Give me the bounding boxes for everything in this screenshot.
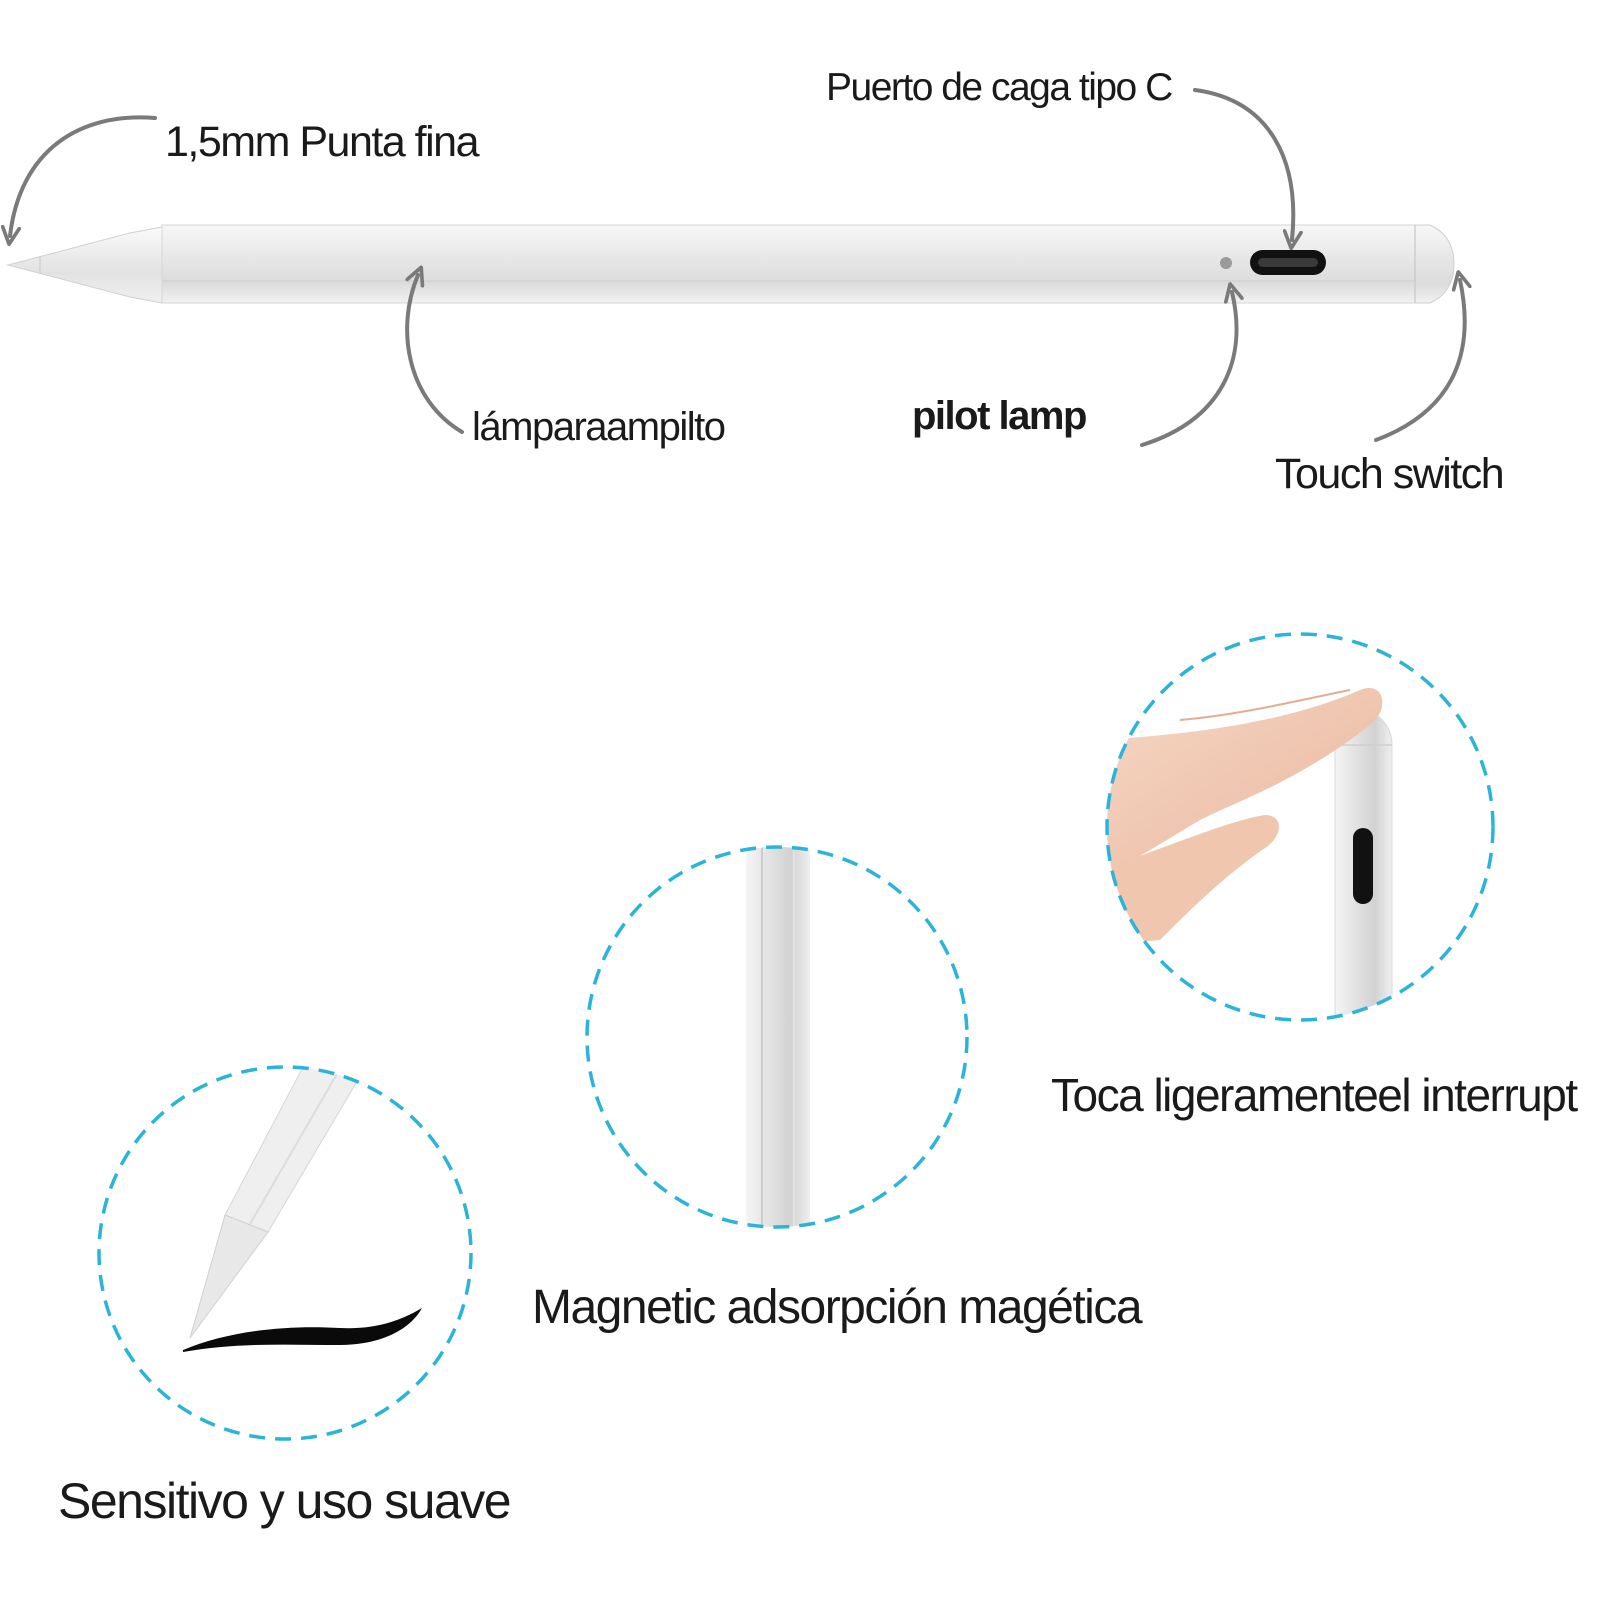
arrow-charging-port <box>1193 88 1293 240</box>
touch-dashed-circle <box>1105 632 1495 1022</box>
pen-side-vertical <box>746 847 810 1227</box>
label-lamp-es: lámparaampilto <box>472 405 726 449</box>
caption-magnetic: Magnetic adsorpción magética <box>532 1281 1143 1334</box>
hand-finger <box>1107 688 1383 880</box>
pilot-lamp-dot <box>1220 257 1232 269</box>
stylus-end-cap <box>1414 224 1455 304</box>
label-touch-switch: Touch switch <box>1275 450 1505 498</box>
arrow-touch-switch <box>1374 280 1465 442</box>
stylus-diagram <box>0 88 1600 447</box>
arrow-lamp <box>405 275 464 434</box>
label-tip: 1,5mm Punta fina <box>165 118 480 166</box>
caption-touch: Toca ligeramenteel interrupt <box>1051 1069 1578 1121</box>
arrow-pilot-lamp <box>1140 292 1236 447</box>
ink-stroke <box>183 1308 422 1352</box>
usb-c-port-vertical <box>1353 828 1373 904</box>
sensitive-dashed-circle <box>97 1065 473 1441</box>
label-charging-port: Puerto de caga tipo C <box>826 66 1173 109</box>
stylus-body <box>161 224 1416 304</box>
arrow-tip <box>10 115 157 236</box>
caption-sensitive: Sensitivo y uso suave <box>58 1473 512 1529</box>
pen-diagonal-tip <box>189 1214 269 1339</box>
magnetic-dashed-circle <box>585 845 969 1229</box>
label-pilot-lamp: pilot lamp <box>912 394 1087 438</box>
